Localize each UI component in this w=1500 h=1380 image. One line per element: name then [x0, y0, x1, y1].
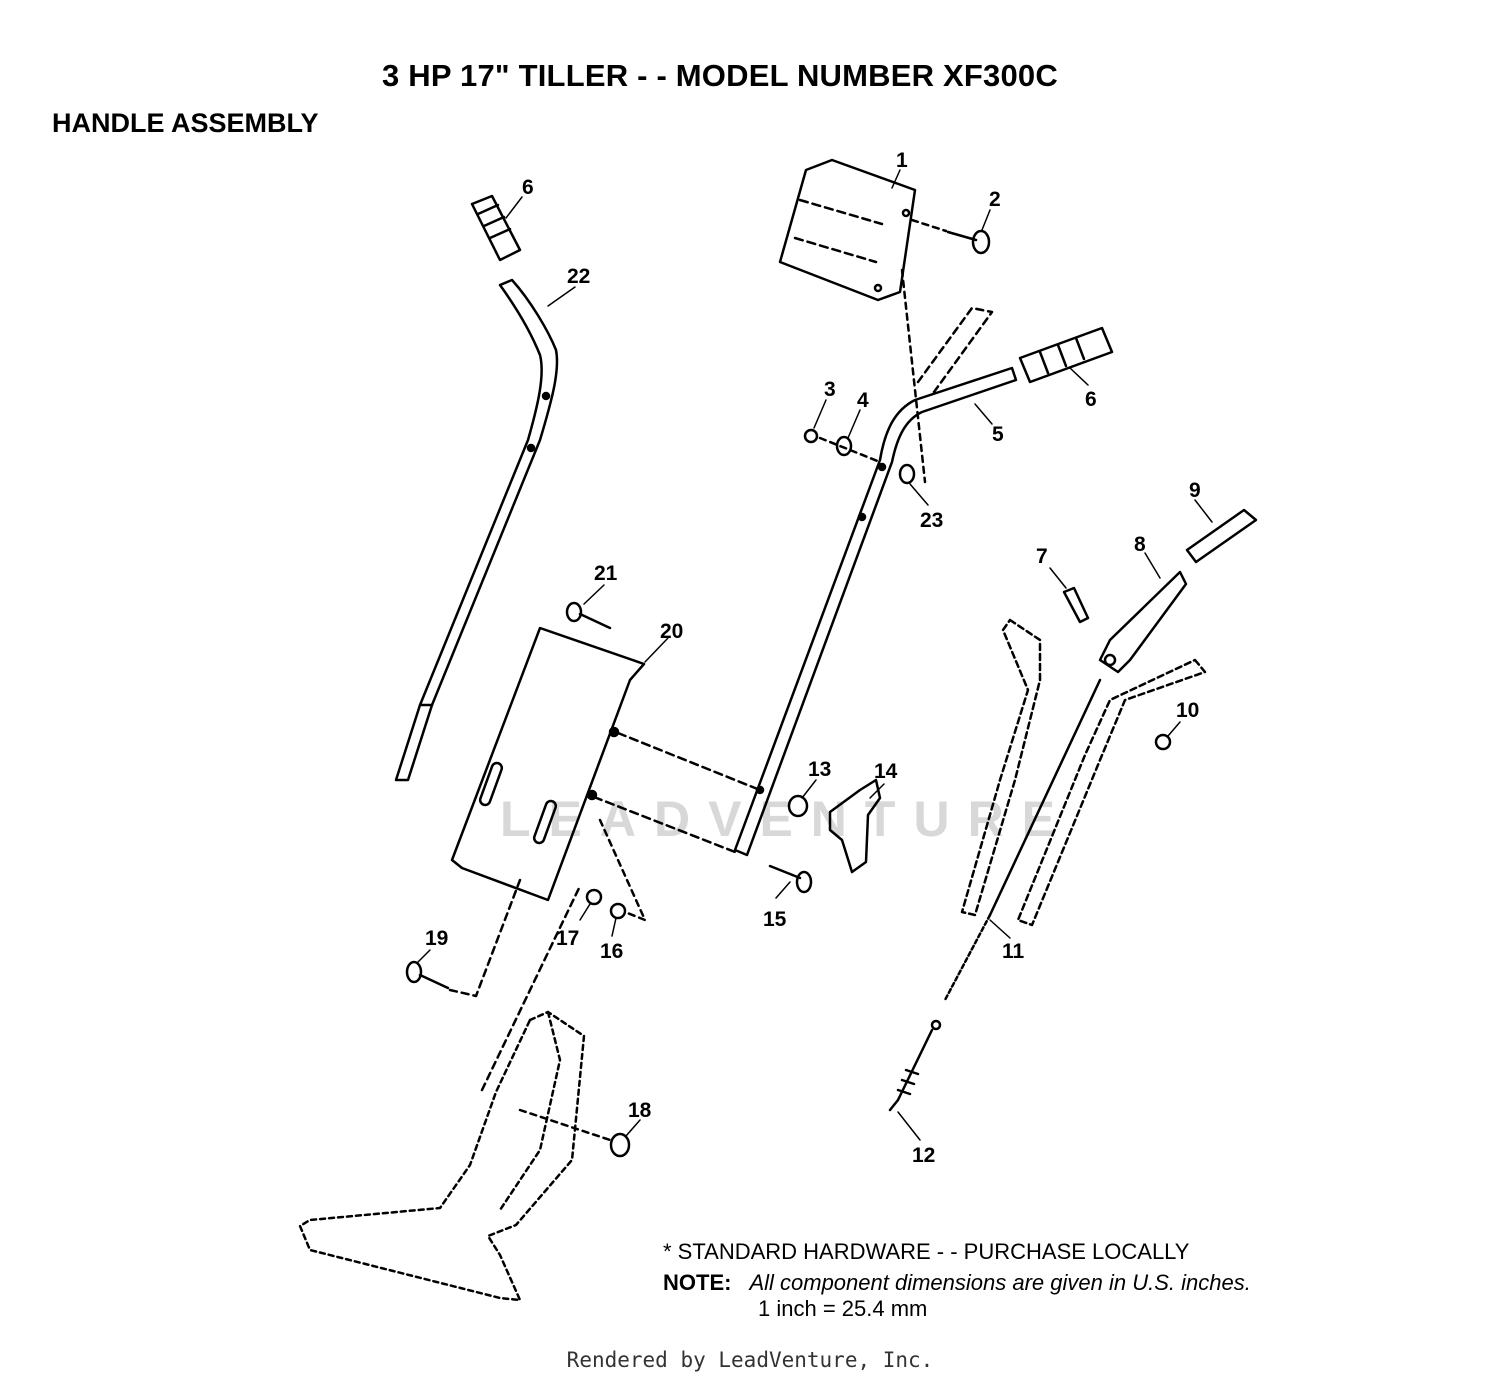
- part-nut-10: [1154, 733, 1172, 751]
- callout-23: 23: [920, 509, 943, 532]
- part-bracket: [450, 626, 646, 902]
- dimensions-note: NOTE: All component dimensions are given …: [663, 1270, 1251, 1296]
- handle-outline-dashed: [960, 618, 1207, 927]
- alternate-position-outline: [916, 306, 994, 394]
- callout-6-left: 6: [522, 176, 534, 199]
- note-label: NOTE:: [663, 1270, 732, 1295]
- part-washer-23: [898, 463, 916, 485]
- part-left-handle-tube: [394, 278, 559, 782]
- callout-5: 5: [992, 423, 1004, 446]
- callout-15: 15: [763, 908, 787, 931]
- callout-10: 10: [1176, 699, 1199, 722]
- callout-1: 1: [896, 149, 908, 172]
- standard-hardware-note: * STANDARD HARDWARE - - PURCHASE LOCALLY: [663, 1239, 1190, 1264]
- part-bolt-19: [405, 878, 522, 998]
- conversion-note: 1 inch = 25.4 mm: [758, 1296, 928, 1321]
- callout-16: 16: [600, 940, 623, 963]
- callout-9: 9: [1189, 479, 1201, 502]
- page-title: 3 HP 17" TILLER - - MODEL NUMBER XF300C: [382, 58, 1058, 93]
- part-nut-18: [609, 1132, 631, 1158]
- callout-3: 3: [824, 378, 836, 401]
- callout-19: 19: [425, 927, 448, 950]
- callout-11: 11: [1002, 940, 1025, 963]
- footer-credit: Rendered by LeadVenture, Inc.: [566, 1348, 934, 1372]
- part-nut-16: [609, 902, 627, 920]
- callout-22: 22: [567, 265, 590, 288]
- callout-4: 4: [857, 389, 869, 412]
- callout-12: 12: [912, 1144, 935, 1167]
- section-title: HANDLE ASSEMBLY: [52, 108, 319, 138]
- part-shield-plate: [778, 158, 917, 302]
- callout-14: 14: [874, 760, 898, 783]
- part-spring: [888, 1019, 942, 1112]
- part-bolt-21: [565, 601, 612, 630]
- tine-shield-outline-dashed: [298, 1010, 586, 1302]
- callout-6-right: 6: [1085, 388, 1097, 411]
- callout-18: 18: [628, 1099, 652, 1122]
- part-nut-3: [803, 428, 819, 444]
- part-lever-grip: [1185, 508, 1258, 564]
- part-control-rod: [943, 678, 1102, 1002]
- callout-2: 2: [989, 188, 1001, 211]
- part-bolt-15: [768, 864, 813, 894]
- callout-7: 7: [1036, 545, 1048, 568]
- callout-8: 8: [1134, 533, 1146, 556]
- part-washer-4: [835, 435, 853, 457]
- part-knob: [828, 778, 882, 874]
- callout-13: 13: [808, 758, 831, 781]
- watermark: LEADVENTURE: [500, 791, 1074, 847]
- part-bolt-2: [910, 218, 991, 255]
- callout-21: 21: [594, 562, 618, 585]
- note-text: All component dimensions are given in U.…: [749, 1270, 1251, 1295]
- part-left-grip: [470, 194, 522, 262]
- part-right-grip: [1018, 326, 1114, 384]
- callout-20: 20: [660, 620, 683, 643]
- part-washer-17: [585, 888, 603, 906]
- part-bolt-7: [1062, 586, 1090, 624]
- part-lever: [1098, 570, 1188, 674]
- part-washer-13: [787, 794, 809, 818]
- callout-17: 17: [556, 927, 579, 950]
